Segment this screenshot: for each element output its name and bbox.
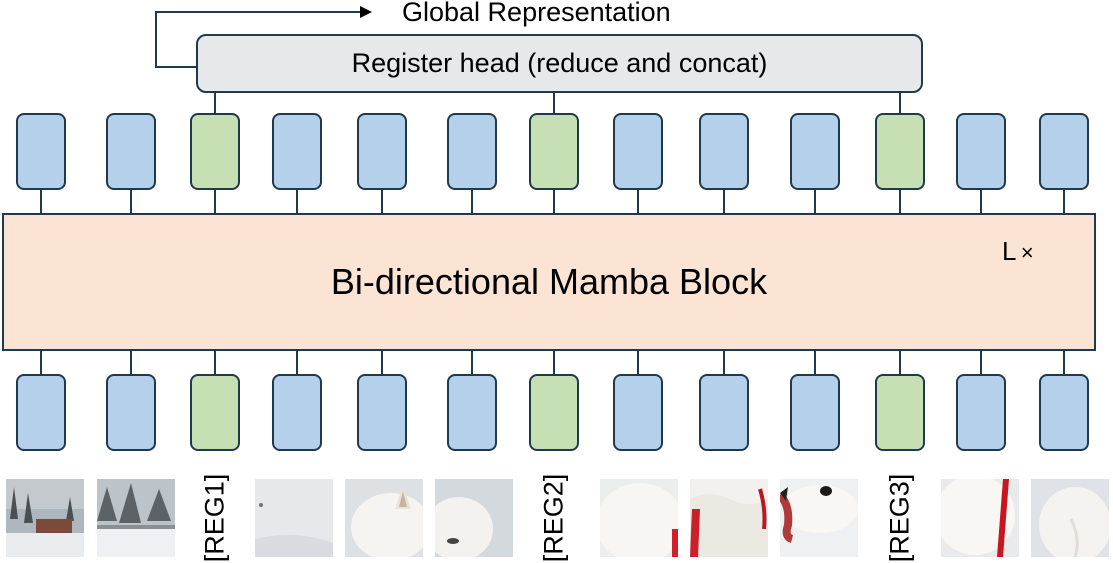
register-token-output-7 [529, 113, 579, 190]
connector-input-1 [40, 351, 42, 374]
connector-input-9 [723, 351, 725, 374]
connector-output-10 [814, 190, 816, 213]
connector-output-4 [296, 190, 298, 213]
register-token-input-3 [190, 374, 240, 451]
register-token-input-7 [529, 374, 579, 451]
patch-token-input-2 [106, 374, 156, 451]
patch-token-input-4 [272, 374, 322, 451]
image-patch-8 [600, 479, 678, 557]
connector-output-2 [130, 190, 132, 213]
connector-input-10 [814, 351, 816, 374]
mamba-block: Bi-directional Mamba Block [2, 213, 1096, 351]
patch-token-input-13 [1039, 374, 1089, 451]
patch-token-output-9 [699, 113, 749, 190]
connector-output-7 [553, 190, 555, 213]
patch-token-input-9 [699, 374, 749, 451]
image-patch-10 [780, 479, 858, 557]
connector-output-3 [214, 190, 216, 213]
image-patch-9 [690, 479, 768, 557]
image-patch-13 [1031, 479, 1109, 557]
global-representation-label: Global Representation [402, 0, 671, 27]
connector-input-6 [471, 351, 473, 374]
patch-token-output-1 [16, 113, 66, 190]
patch-token-output-6 [447, 113, 497, 190]
connector-input-3 [214, 351, 216, 374]
connector-output-1 [40, 190, 42, 213]
layer-repeat-label: L× [1002, 236, 1033, 267]
patch-token-input-12 [956, 374, 1006, 451]
patch-token-input-1 [16, 374, 66, 451]
register-label-2-text: [REG2] [538, 473, 569, 563]
patch-token-input-6 [447, 374, 497, 451]
connector-input-4 [296, 351, 298, 374]
register-head-box: Register head (reduce and concat) [196, 34, 923, 93]
connector-output-12 [980, 190, 982, 213]
connector-input-7 [553, 351, 555, 374]
connector-register-head-2 [553, 93, 555, 113]
connector-output-9 [723, 190, 725, 213]
patch-token-output-13 [1039, 113, 1089, 190]
image-patch-2 [97, 479, 175, 557]
connector-input-5 [381, 351, 383, 374]
layer-repeat-symbol: L [1002, 236, 1017, 266]
output-arrowhead-icon [360, 6, 372, 18]
connector-input-11 [899, 351, 901, 374]
register-label-1-text: [REG1] [199, 473, 230, 563]
patch-token-output-5 [357, 113, 407, 190]
patch-token-input-8 [613, 374, 663, 451]
connector-input-13 [1063, 351, 1065, 374]
patch-token-output-4 [272, 113, 322, 190]
image-patch-6 [435, 479, 513, 557]
connector-output-6 [471, 190, 473, 213]
register-label-3-text: [REG3] [884, 473, 915, 563]
image-patch-4 [255, 479, 333, 557]
connector-input-12 [980, 351, 982, 374]
connector-output-8 [637, 190, 639, 213]
output-arrow-top-segment [155, 11, 361, 13]
connector-register-head-3 [899, 93, 901, 113]
layer-repeat-times: × [1020, 240, 1034, 265]
connector-output-5 [381, 190, 383, 213]
patch-token-output-12 [956, 113, 1006, 190]
image-patch-1 [6, 479, 84, 557]
image-patch-12 [941, 479, 1019, 557]
connector-output-13 [1063, 190, 1065, 213]
connector-output-11 [899, 190, 901, 213]
register-token-output-11 [875, 113, 925, 190]
connector-input-8 [637, 351, 639, 374]
connector-register-head-1 [214, 93, 216, 113]
register-head-label: Register head (reduce and concat) [351, 48, 768, 78]
patch-token-input-10 [790, 374, 840, 451]
connector-input-2 [130, 351, 132, 374]
output-arrow-bottom-segment [156, 66, 197, 68]
patch-token-output-8 [613, 113, 663, 190]
patch-token-input-5 [357, 374, 407, 451]
patch-token-output-10 [790, 113, 840, 190]
patch-token-output-2 [106, 113, 156, 190]
register-token-input-11 [875, 374, 925, 451]
output-arrow-vertical-segment [155, 12, 157, 68]
register-token-output-3 [190, 113, 240, 190]
mamba-block-label: Bi-directional Mamba Block [330, 261, 768, 302]
image-patch-5 [345, 479, 423, 557]
